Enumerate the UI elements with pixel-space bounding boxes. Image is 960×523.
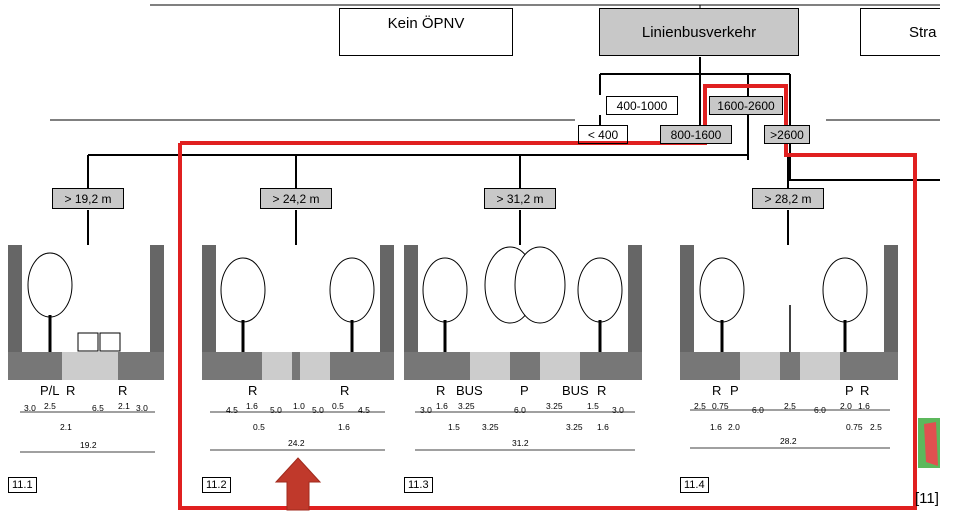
range-gt-2600-label: >2600 [770, 127, 804, 142]
width-box-4: > 28,2 m [752, 188, 824, 209]
s2-total: 24.2 [288, 438, 305, 448]
s3-total: 31.2 [512, 438, 529, 448]
s1-total: 19.2 [80, 440, 97, 450]
s3-dim: 3.0 [612, 405, 624, 415]
section-code-11-2: 11.2 [202, 477, 231, 493]
s4-subdim: 2.0 [728, 422, 740, 432]
s4-lane-r2: R [860, 383, 870, 398]
s3-subdim: 3.25 [566, 422, 583, 432]
s4-dim: 1.6 [858, 401, 870, 411]
s3-subdim: 1.5 [448, 422, 460, 432]
s2-subdim: 1.6 [338, 422, 350, 432]
s2-dim: 1.0 [293, 401, 305, 411]
linienbus-box: Linienbusverkehr [599, 8, 799, 56]
s4-dim: 6.0 [814, 405, 826, 415]
width-label-4: > 28,2 m [764, 191, 812, 206]
s3-lane-p: P [520, 383, 529, 398]
s1-lane-r2: R [118, 383, 128, 398]
s2-dim: 4.5 [226, 405, 238, 415]
section-code-11-3: 11.3 [404, 477, 433, 493]
s1-dim: 3.0 [24, 403, 36, 413]
strassenbahn-label: Stra [909, 23, 937, 41]
range-800-1600-label: 800-1600 [670, 127, 722, 142]
s4-dim: 2.5 [694, 401, 706, 411]
s4-subdim: 1.6 [710, 422, 722, 432]
range-gt-2600: >2600 [764, 125, 810, 144]
s3-lane-r1: R [436, 383, 446, 398]
s1-dim: 6.5 [92, 403, 104, 413]
s3-lane-r2: R [597, 383, 607, 398]
range-1600-2600-label: 1600-2600 [717, 98, 775, 113]
s3-dim: 6.0 [514, 405, 526, 415]
highlight-frame [178, 84, 917, 510]
s2-dim: 4.5 [358, 405, 370, 415]
s3-dim: 3.25 [546, 401, 563, 411]
s2-dim: 5.0 [312, 405, 324, 415]
width-box-2: > 24,2 m [260, 188, 332, 209]
range-lt-400-label: < 400 [587, 127, 619, 142]
width-label-1: > 19,2 m [64, 191, 112, 206]
s1-dim: 2.5 [44, 401, 56, 411]
kein-oepnv-label: Kein ÖPNV [387, 15, 465, 32]
s3-dim: 1.6 [436, 401, 448, 411]
s3-dim: 3.0 [420, 405, 432, 415]
s3-dim: 3.25 [458, 401, 475, 411]
range-400-1000-label: 400-1000 [616, 98, 668, 113]
s1-dim: 2.1 [118, 401, 130, 411]
citation: [11] [915, 490, 939, 507]
s4-dim: 0.75 [712, 401, 729, 411]
s4-lane-p1: P [730, 383, 739, 398]
s2-lane-r2: R [340, 383, 350, 398]
s3-subdim: 1.6 [597, 422, 609, 432]
strassenbahn-box: Stra [860, 8, 940, 56]
s4-lane-r1: R [712, 383, 722, 398]
kein-oepnv-box: Kein ÖPNV [339, 8, 513, 56]
s4-dim: 2.5 [784, 401, 796, 411]
s1-lane-pl: P/L [40, 383, 60, 398]
s4-subdim: 2.5 [870, 422, 882, 432]
width-box-1: > 19,2 m [52, 188, 124, 209]
width-box-3: > 31,2 m [484, 188, 556, 209]
section-code-11-4: 11.4 [680, 477, 709, 493]
range-800-1600: 800-1600 [660, 125, 732, 144]
s3-subdim: 3.25 [482, 422, 499, 432]
linienbus-label: Linienbusverkehr [641, 23, 757, 41]
width-label-3: > 31,2 m [496, 191, 544, 206]
s4-dim: 6.0 [752, 405, 764, 415]
s1-lane-r1: R [66, 383, 76, 398]
s2-subdim: 0.5 [253, 422, 265, 432]
s3-lane-bus1: BUS [456, 383, 483, 398]
range-lt-400: < 400 [578, 125, 628, 144]
range-1600-2600: 1600-2600 [709, 96, 783, 115]
s2-dim: 5.0 [270, 405, 282, 415]
s2-dim: 1.6 [246, 401, 258, 411]
s2-dim: 0.5 [332, 401, 344, 411]
s1-subdim: 2.1 [60, 422, 72, 432]
s4-subdim: 0.75 [846, 422, 863, 432]
s2-lane-r1: R [248, 383, 258, 398]
s4-total: 28.2 [780, 436, 797, 446]
s3-dim: 1.5 [587, 401, 599, 411]
width-label-2: > 24,2 m [272, 191, 320, 206]
up-arrow-icon [274, 457, 322, 511]
section-code-11-1: 11.1 [8, 477, 37, 493]
s3-lane-bus2: BUS [562, 383, 589, 398]
s4-dim: 2.0 [840, 401, 852, 411]
s1-dim: 3.0 [136, 403, 148, 413]
s4-lane-p2: P [845, 383, 854, 398]
range-400-1000: 400-1000 [606, 96, 678, 115]
